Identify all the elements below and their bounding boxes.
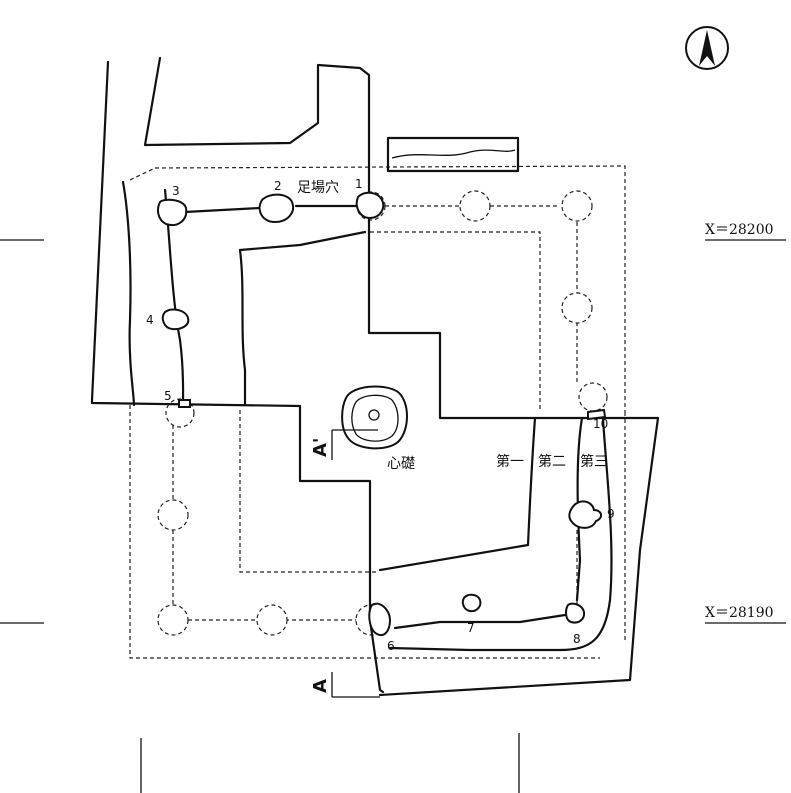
- svg-text:A': A': [310, 438, 331, 457]
- post-number-8: 8: [573, 632, 581, 646]
- coord-label-upper: X＝28200: [705, 222, 774, 238]
- post-number-3: 3: [172, 184, 180, 198]
- section-marker-a-prime: A': [310, 430, 333, 460]
- excavation-boundary-top: [143, 56, 660, 697]
- label-gutter-2: 第二: [538, 453, 566, 470]
- post-number-9: 9: [607, 507, 615, 521]
- gutter-first-line: [378, 416, 537, 572]
- label-central-stone: 心礎: [387, 456, 415, 472]
- platform-top-left-dashed: [129, 167, 156, 181]
- gutter-top-scaffold-line: [183, 204, 362, 214]
- excavation-boundary-upper: [90, 60, 385, 694]
- trench-box-top: [386, 136, 520, 173]
- gutter-inner-left-line: [163, 188, 185, 407]
- coord-label-lower: X＝28190: [705, 605, 774, 621]
- gutter-bottom-line: [393, 613, 567, 630]
- post-number-10: 10: [593, 417, 608, 431]
- post-number-2: 2: [274, 179, 282, 193]
- section-marker-a: A: [310, 672, 380, 698]
- post-number-7: 7: [467, 621, 475, 635]
- post-number-1: 1: [355, 177, 363, 191]
- svg-text:A: A: [310, 679, 331, 693]
- central-stone: [332, 385, 408, 450]
- gutter-third-line: [558, 416, 613, 652]
- label-scaffold-hole: 足場穴: [297, 180, 339, 196]
- post-grid-dashed-lines: [172, 205, 578, 621]
- label-gutter-3: 第三: [580, 453, 608, 470]
- post-number-4: 4: [146, 313, 154, 327]
- gutter-outer-line: [121, 180, 136, 407]
- post-number-5: 5: [164, 389, 172, 403]
- gutter-inner-top-line: [238, 230, 367, 407]
- inner-dashed-square: [239, 231, 541, 573]
- post-number-6: 6: [387, 639, 395, 653]
- gutter-bottom-outer-line: [388, 646, 562, 652]
- platform-outline-dashed: [129, 165, 626, 659]
- stone-group: [157, 191, 607, 636]
- north-arrow-icon: [685, 26, 729, 70]
- gutter-second-line: [575, 416, 584, 602]
- label-gutter-1: 第一: [496, 453, 524, 470]
